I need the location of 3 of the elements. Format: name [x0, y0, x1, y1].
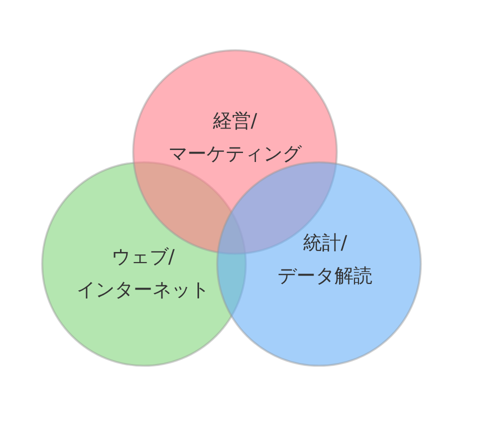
circle-label: 経営/マーケティング: [168, 109, 302, 167]
circle-label: 統計/データ解読: [278, 231, 372, 289]
circle-label: ウェブ/インターネット: [76, 245, 210, 303]
